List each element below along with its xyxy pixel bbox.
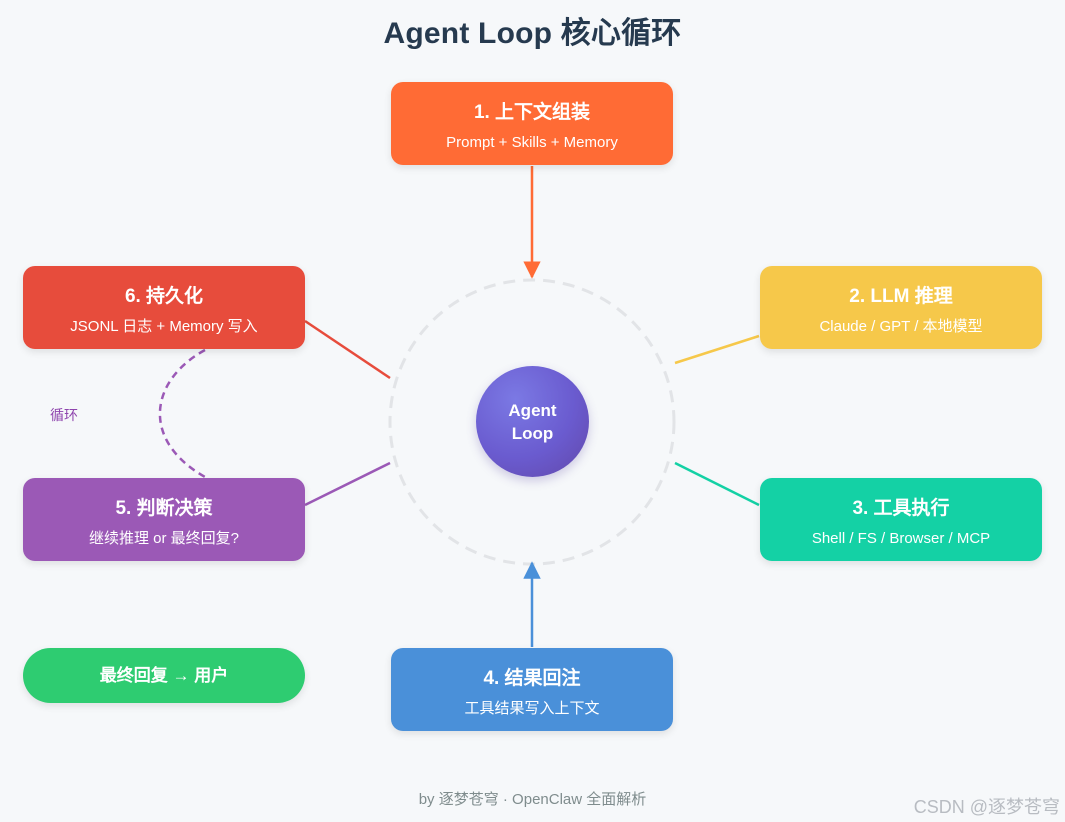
connector-step6: [304, 319, 391, 380]
step-5-card: 5. 判断决策 继续推理 or 最终回复?: [23, 478, 305, 561]
connector-step2: [674, 334, 760, 365]
step-6-subtitle: JSONL 日志 + Memory 写入: [70, 318, 258, 335]
step-2-title: 2. LLM 推理: [849, 286, 953, 307]
loop-label: 循环: [50, 407, 78, 423]
step-1-subtitle: Prompt + Skills + Memory: [446, 134, 618, 151]
step-1-title: 1. 上下文组装: [473, 102, 591, 123]
step-5-subtitle: 继续推理 or 最终回复?: [88, 530, 239, 547]
agent-loop-core: Agent Loop: [476, 366, 589, 477]
step-1-card: 1. 上下文组装 Prompt + Skills + Memory: [391, 82, 673, 165]
step-6-card: 6. 持久化 JSONL 日志 + Memory 写入: [23, 266, 305, 349]
step-4-title: 4. 结果回注: [483, 668, 581, 689]
step-6-title: 6. 持久化: [124, 286, 204, 307]
step-3-card: 3. 工具执行 Shell / FS / Browser / MCP: [760, 478, 1042, 561]
step-5-title: 5. 判断决策: [115, 498, 213, 519]
step-4-subtitle: 工具结果写入上下文: [464, 700, 600, 717]
connector-step3: [674, 461, 760, 507]
step-2-card: 2. LLM 推理 Claude / GPT / 本地模型: [760, 266, 1042, 349]
diagram-title: Agent Loop 核心循环: [383, 17, 682, 50]
step-3-title: 3. 工具执行: [852, 498, 950, 519]
csdn-watermark: CSDN @逐梦苍穹: [913, 797, 1060, 817]
step-3-subtitle: Shell / FS / Browser / MCP: [811, 530, 991, 547]
step-4-card: 4. 结果回注 工具结果写入上下文: [391, 648, 673, 731]
footer-credit: by 逐梦苍穹 · OpenClaw 全面解析: [418, 791, 647, 808]
final-reply-pill: 最终回复 → 用户: [23, 648, 305, 703]
connector-step5: [304, 461, 391, 507]
agent-loop-core-label: Agent Loop: [508, 400, 557, 443]
loop-curve: [158, 348, 206, 479]
step-2-subtitle: Claude / GPT / 本地模型: [819, 318, 983, 335]
